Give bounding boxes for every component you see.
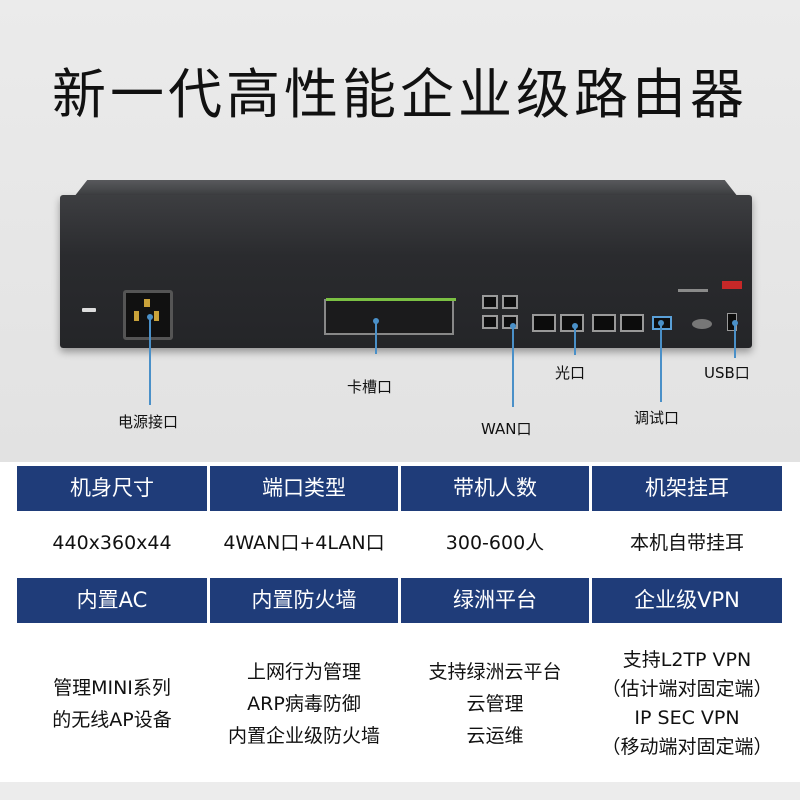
power-pin [144,299,150,307]
value-line: （移动端对固定端） [601,736,773,758]
header-rack-ears: 机架挂耳 [592,466,782,511]
value-line: IP SEC VPN [634,707,740,729]
value-line: ARP病毒防御 [247,693,361,715]
value-text: 300-600人 [445,532,545,554]
label-tag [82,308,96,312]
card-slot-accent [326,298,456,301]
value-line: 上网行为管理 [246,661,361,683]
value-oasis-platform: 支持绿洲云平台 云管理 云运维 [401,628,589,780]
sfp-port [592,314,616,332]
value-builtin-ac: 管理MINI系列 的无线AP设备 [17,628,207,780]
callout-line [660,324,662,402]
brand-logo-icon [722,281,742,289]
callout-anchor [373,318,379,324]
value-line: （估计端对固定端） [601,678,773,700]
value-text: 本机自带挂耳 [629,532,744,554]
callout-anchor [510,323,516,329]
page-title: 新一代高性能企业级路由器 [52,63,748,126]
callout-optical: 光口 [555,364,586,382]
value-text: 4WAN口+4LAN口 [223,532,385,554]
callout-line [512,327,514,407]
reset-button-icon [692,319,712,329]
value-line: 支持绿洲云平台 [428,661,562,683]
callout-console: 调试口 [634,409,680,427]
header-firewall: 内置防火墙 [210,578,398,623]
value-port-type: 4WAN口+4LAN口 [210,515,398,571]
sfp-port [620,314,644,332]
callout-usb: USB口 [704,364,750,382]
value-firewall: 上网行为管理 ARP病毒防御 内置企业级防火墙 [210,628,398,780]
power-pin [154,311,159,321]
power-pin [134,311,139,321]
bottom-strip [0,782,800,800]
rj45-port [482,315,498,329]
callout-anchor [732,320,738,326]
rj45-port [482,295,498,309]
value-line: 云管理 [466,693,524,715]
header-size: 机身尺寸 [17,466,207,511]
value-line: 管理MINI系列 [53,677,171,699]
callout-card-slot: 卡槽口 [347,378,393,396]
callout-anchor [658,320,664,326]
callout-line [574,327,576,355]
header-builtin-ac: 内置AC [17,578,207,623]
callout-line [375,322,377,354]
rj45-port [502,295,518,309]
value-rack-ears: 本机自带挂耳 [592,515,782,571]
callout-anchor [147,314,153,320]
callout-wan: WAN口 [481,420,532,438]
callout-anchor [572,323,578,329]
router-top-edge [74,180,738,197]
router-front-panel [60,195,752,348]
value-line: 内置企业级防火墙 [227,725,380,747]
header-port-type: 端口类型 [210,466,398,511]
value-vpn: 支持L2TP VPN （估计端对固定端） IP SEC VPN （移动端对固定端… [592,628,782,780]
header-vpn: 企业级VPN [592,578,782,623]
value-line: 云运维 [466,725,524,747]
callout-line [734,324,736,358]
model-label-mark [678,289,708,292]
spec-table [0,462,800,800]
value-text: 440x360x44 [52,532,172,554]
callout-line [149,318,151,405]
expansion-card-slot [324,298,456,335]
sfp-port [532,314,556,332]
header-oasis-platform: 绿洲平台 [401,578,589,623]
callout-power: 电源接口 [118,413,179,431]
value-user-count: 300-600人 [401,515,589,571]
value-line: 的无线AP设备 [52,709,172,731]
value-line: 支持L2TP VPN [622,649,752,671]
header-user-count: 带机人数 [401,466,589,511]
value-size: 440x360x44 [17,515,207,571]
